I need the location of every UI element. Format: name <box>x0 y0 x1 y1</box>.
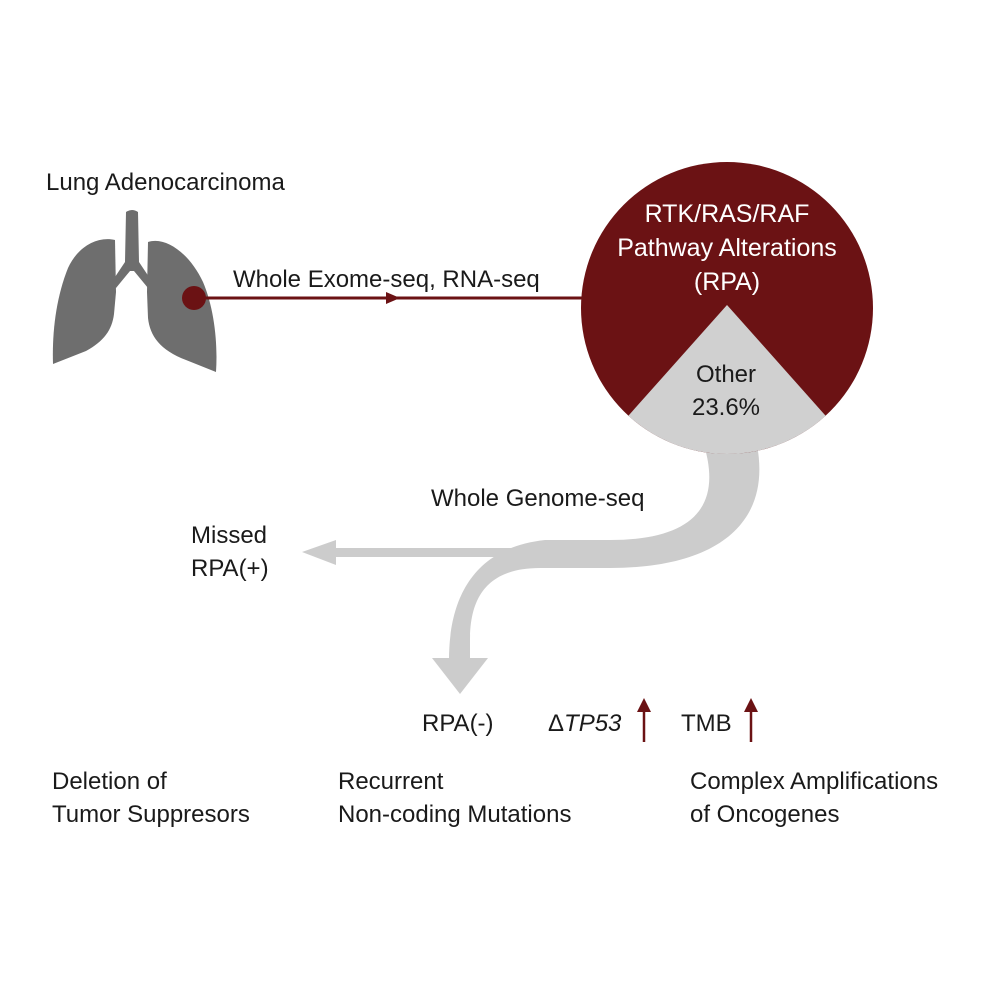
rpa-label: RTK/RAS/RAF Pathway Alterations (RPA) <box>587 197 867 299</box>
exome-connector <box>182 286 600 310</box>
tmb-up-arrow <box>744 698 758 742</box>
trachea <box>111 210 153 288</box>
right-lung <box>147 240 217 372</box>
noncoding-line1: Recurrent <box>338 768 444 795</box>
missed-line1: Missed <box>191 522 268 549</box>
other-name: Other <box>695 361 757 388</box>
tmb-label: TMB <box>681 710 732 737</box>
wgs-flow <box>302 445 760 694</box>
other-slice <box>628 305 826 455</box>
missed-line2: RPA(+) <box>191 555 269 582</box>
tp53-gene: TP53 <box>564 710 622 737</box>
rpa-pie-chart <box>581 162 873 455</box>
left-lung <box>52 239 116 364</box>
exome-label: Whole Exome-seq, RNA-seq <box>233 266 540 293</box>
lungs-icon <box>52 210 217 372</box>
wgs-label: Whole Genome-seq <box>431 485 645 512</box>
other-label: Other 23.6% <box>666 358 786 424</box>
missed-branch <box>334 548 544 557</box>
noncoding-finding: Recurrent Non-coding Mutations <box>338 765 571 831</box>
other-percent: 23.6% <box>691 394 761 421</box>
deletion-finding: Deletion of Tumor Suppresors <box>52 765 250 831</box>
flow-arrowhead <box>432 658 488 694</box>
missed-arrowhead <box>302 540 336 565</box>
tp53-label: ΔTP53 <box>548 707 621 740</box>
rpa-negative-label: RPA(-) <box>422 710 494 737</box>
amplification-finding: Complex Amplifications of Oncogenes <box>690 765 938 831</box>
missed-rpa-label: Missed RPA(+) <box>191 519 269 585</box>
exome-arrowhead <box>386 292 400 304</box>
amplification-line2: of Oncogenes <box>690 801 840 828</box>
rpa-label-line3: (RPA) <box>693 268 761 296</box>
noncoding-line2: Non-coding Mutations <box>338 801 572 828</box>
tp53-delta: Δ <box>548 710 565 737</box>
lung-title: Lung Adenocarcinoma <box>46 169 285 196</box>
amplification-line1: Complex Amplifications <box>690 768 939 795</box>
tp53-up-arrow <box>637 698 651 742</box>
rpa-label-line1: RTK/RAS/RAF <box>644 200 810 228</box>
flow-band <box>449 445 760 660</box>
rpa-label-line2: Pathway Alterations <box>617 234 837 262</box>
deletion-line2: Tumor Suppresors <box>52 801 250 828</box>
deletion-line1: Deletion of <box>52 768 167 795</box>
